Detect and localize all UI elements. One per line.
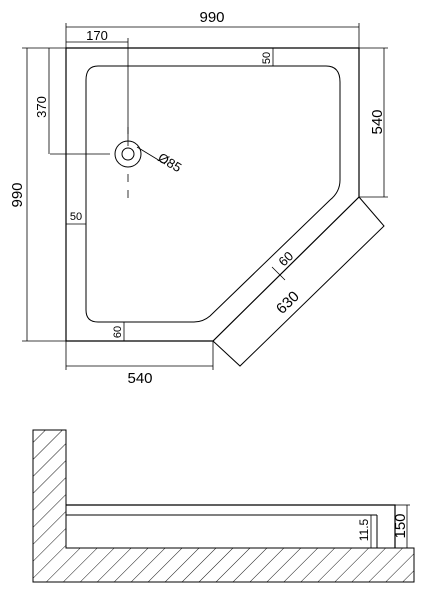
drain-diameter-label: Ø85 [155, 150, 184, 176]
dim-total-height: 150 [392, 504, 410, 548]
section-view: 150 11.5 [32, 429, 415, 583]
dim-right-side: 540 [359, 47, 388, 198]
dim-diagonal: 630 [273, 288, 303, 318]
dim-diagonal-label: 630 [273, 288, 303, 318]
wall-floor-outline [32, 429, 415, 583]
dim-drain-y-label: 370 [34, 96, 49, 118]
dim-drain-y: 370 [34, 48, 50, 154]
dim-rim-bottom-label: 60 [112, 326, 124, 338]
dim-rim-top: 50 [261, 48, 274, 66]
tray-inner-basin [85, 65, 341, 323]
dim-bottom-side: 540 [65, 341, 214, 387]
wall-floor-hatch [33, 430, 414, 582]
dim-right-side-label: 540 [369, 109, 386, 134]
dim-top-width: 990 [65, 9, 360, 48]
dim-bottom-side-label: 540 [127, 370, 152, 387]
tray-outer-outline [65, 47, 360, 342]
drain-inner-ring [121, 147, 135, 161]
dim-rim-height: 11.5 [357, 515, 372, 548]
dim-top-width-label: 990 [199, 9, 224, 26]
dim-rim-bottom: 60 [112, 322, 125, 341]
plan-view: Ø85 990 170 990 370 [9, 9, 388, 387]
dim-rim-height-label: 11.5 [357, 518, 371, 541]
tray-section-profile [66, 504, 396, 548]
dim-rim-diagonal-label: 60 [275, 248, 296, 269]
dim-rim-left-label: 50 [70, 211, 82, 223]
dim-left-height: 990 [9, 47, 66, 342]
dim-drain-x: 170 [66, 28, 129, 146]
dim-rim-left: 50 [66, 211, 86, 225]
dim-rim-top-label: 50 [261, 52, 273, 64]
tray-apron-strip [212, 196, 385, 367]
dim-drain-x-label: 170 [86, 28, 108, 43]
drain: Ø85 [50, 127, 184, 198]
dim-total-height-label: 150 [392, 513, 409, 538]
dim-left-height-label: 990 [9, 182, 26, 207]
